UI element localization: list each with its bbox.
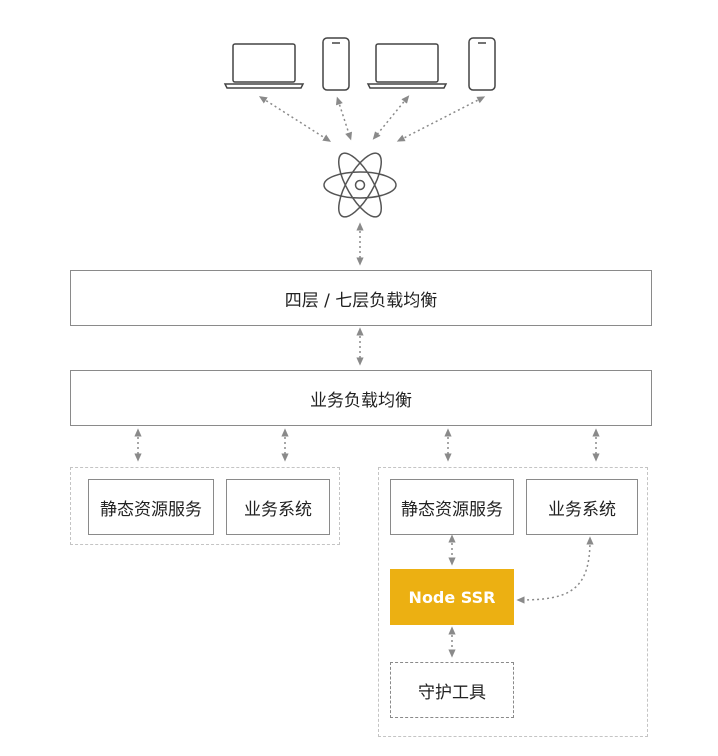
business-system-left: 业务系统 [226,479,330,535]
connector-phone2-hub [396,96,486,142]
laptop-icon [366,43,448,89]
node-ssr-box: Node SSR [390,569,514,625]
left-service-group [70,467,340,545]
react-atom-icon [323,152,397,218]
phone-icon [468,37,496,91]
connector-laptop2-hub [372,95,410,140]
business-system-right: 业务系统 [526,479,638,535]
connector-laptop1-hub [258,96,332,142]
connector-business-ssr [516,536,594,604]
static-resource-service-right: 静态资源服务 [390,479,514,535]
connector-phone1-hub [335,96,353,141]
laptop-icon [223,43,305,89]
phone-icon [322,37,350,91]
right-service-group [378,467,648,737]
l4-l7-load-balancer: 四层 / 七层负载均衡 [70,270,652,326]
static-resource-service-left: 静态资源服务 [88,479,214,535]
guard-tool-box: 守护工具 [390,662,514,718]
business-load-balancer: 业务负载均衡 [70,370,652,426]
